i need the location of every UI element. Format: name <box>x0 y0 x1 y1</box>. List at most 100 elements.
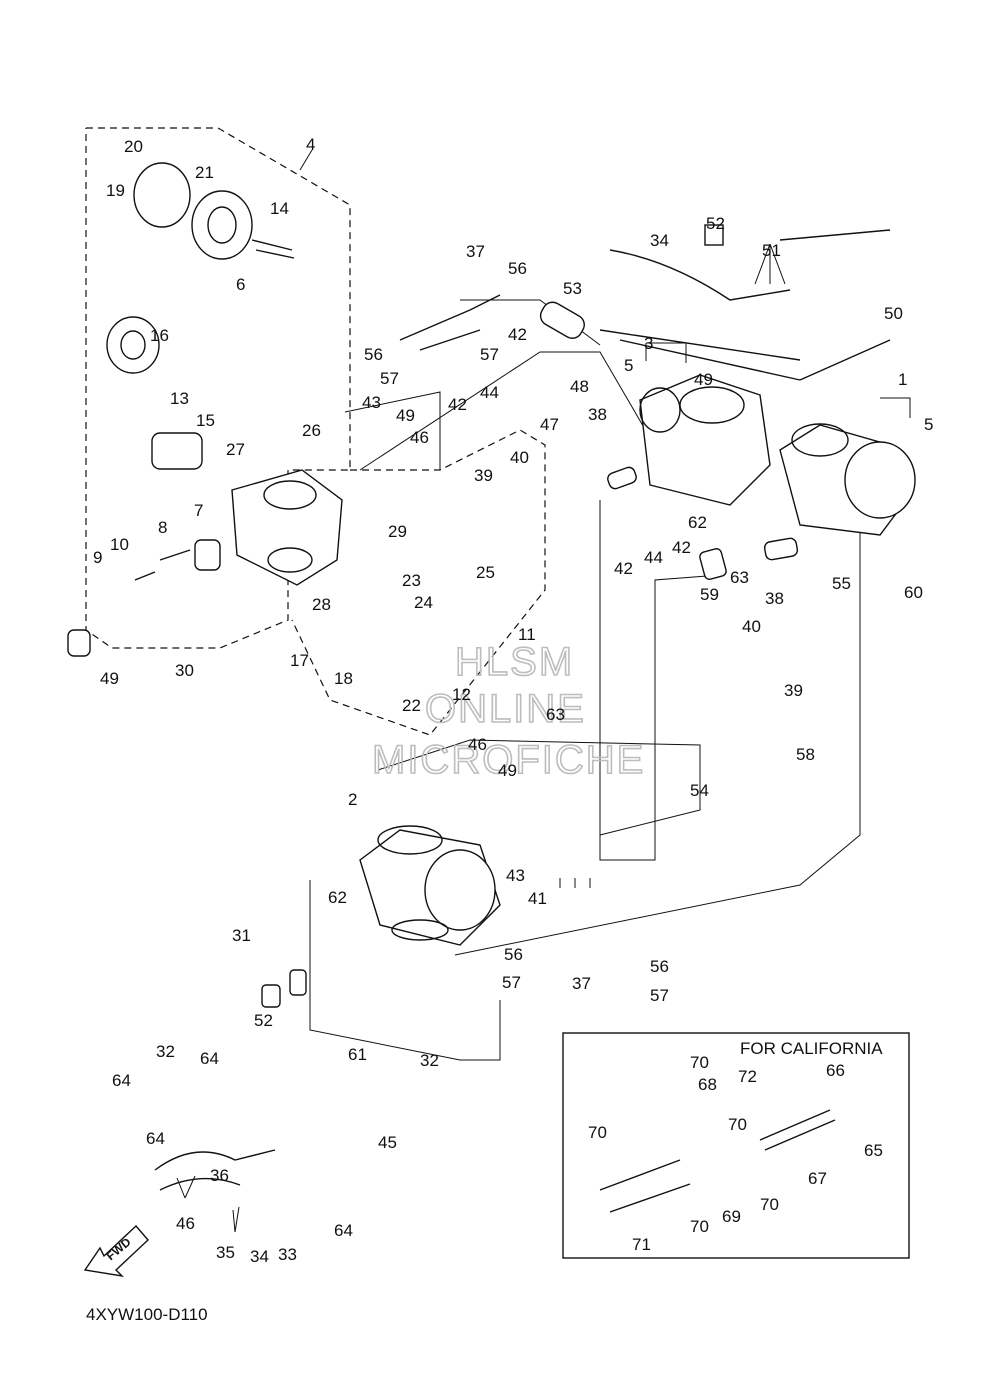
part-label: 37 <box>572 974 591 993</box>
part-label: 32 <box>420 1051 439 1070</box>
part-label: 11 <box>518 625 536 644</box>
part-label: 21 <box>195 163 214 182</box>
part-label: 70 <box>728 1115 747 1134</box>
part-label: 54 <box>690 781 709 800</box>
diagram-code: 4XYW100-D110 <box>86 1305 208 1324</box>
part-label: 66 <box>826 1061 845 1080</box>
part-label: 34 <box>250 1247 269 1266</box>
part-label: 56 <box>504 945 523 964</box>
california-box: FOR CALIFORNIA <box>562 1032 910 1259</box>
carburetor-assembly-4-icon <box>67 162 343 657</box>
part-label: 64 <box>334 1221 353 1240</box>
part-label: 38 <box>588 405 607 424</box>
part-label: 32 <box>156 1042 175 1061</box>
watermark-line-1: HLSM <box>455 640 574 684</box>
part-label: 46 <box>410 428 429 447</box>
part-label: 39 <box>474 466 493 485</box>
part-label: 42 <box>448 395 467 414</box>
part-label: 44 <box>480 383 499 402</box>
part-label: 72 <box>738 1067 757 1086</box>
part-label: 63 <box>730 568 749 587</box>
part-label: 70 <box>690 1053 709 1072</box>
part-label: 56 <box>508 259 527 278</box>
part-label: 33 <box>278 1245 297 1264</box>
part-label: 52 <box>254 1011 273 1030</box>
part-label: 56 <box>650 957 669 976</box>
part-label: 49 <box>100 669 119 688</box>
part-label: 39 <box>784 681 803 700</box>
part-label: 23 <box>402 571 421 590</box>
part-label: 27 <box>226 440 245 459</box>
part-label: 46 <box>176 1214 195 1233</box>
part-label: 70 <box>588 1123 607 1142</box>
part-label: 18 <box>334 669 353 688</box>
part-label: 43 <box>362 393 381 412</box>
part-label: 5 <box>924 415 933 434</box>
leader-lines <box>176 149 911 1233</box>
part-label: 12 <box>452 685 471 704</box>
part-label: 7 <box>194 501 203 520</box>
part-label: 1 <box>898 370 907 389</box>
part-label: 34 <box>650 231 669 250</box>
hose-icon <box>154 301 836 1213</box>
part-label: 52 <box>706 214 725 233</box>
part-label: 2 <box>348 790 357 809</box>
part-label: 71 <box>632 1235 651 1254</box>
carburetor-assembly-1-icon <box>779 423 916 536</box>
part-label: 56 <box>364 345 383 364</box>
group-outline-carb-2 <box>309 500 861 1061</box>
part-label: 60 <box>904 583 923 602</box>
fwd-arrow-icon: FWD <box>83 1224 149 1278</box>
part-label: 13 <box>170 389 189 408</box>
part-label: 62 <box>328 888 347 907</box>
part-label: 45 <box>378 1133 397 1152</box>
part-label: 26 <box>302 421 321 440</box>
part-label: 42 <box>672 538 691 557</box>
part-label: 16 <box>150 326 169 345</box>
part-label: 65 <box>864 1141 883 1160</box>
part-label: 57 <box>380 369 399 388</box>
part-label: 19 <box>106 181 125 200</box>
part-label: 62 <box>688 513 707 532</box>
carburetor-assembly-3-icon <box>639 374 771 506</box>
part-label: 70 <box>760 1195 779 1214</box>
part-label: 6 <box>236 275 245 294</box>
part-label: 43 <box>506 866 525 885</box>
throttle-linkage-icon <box>399 224 891 381</box>
part-label: 51 <box>762 241 781 260</box>
part-label: 22 <box>402 696 421 715</box>
part-label: 67 <box>808 1169 827 1188</box>
part-label: 14 <box>270 199 289 218</box>
part-label: 8 <box>158 518 167 537</box>
part-label: 40 <box>510 448 529 467</box>
part-label: 58 <box>796 745 815 764</box>
part-label: 64 <box>146 1129 165 1148</box>
part-label: 64 <box>112 1071 131 1090</box>
part-label: 35 <box>216 1243 235 1262</box>
part-label: 31 <box>232 926 251 945</box>
part-label: 59 <box>700 585 719 604</box>
part-label: 70 <box>690 1217 709 1236</box>
part-label: 49 <box>498 761 517 780</box>
part-label: 42 <box>508 325 527 344</box>
california-box-title: FOR CALIFORNIA <box>740 1039 883 1058</box>
part-label: 53 <box>563 279 582 298</box>
part-label: 3 <box>644 334 653 353</box>
part-label: 40 <box>742 617 761 636</box>
watermark-line-3: MICROFICHE <box>372 738 645 782</box>
watermark: HLSM ONLINE MICROFICHE <box>371 639 645 783</box>
part-label: 37 <box>466 242 485 261</box>
part-label: 55 <box>832 574 851 593</box>
part-label: 69 <box>722 1207 741 1226</box>
part-label: 5 <box>624 356 633 375</box>
part-label: 38 <box>765 589 784 608</box>
part-label: 42 <box>614 559 633 578</box>
part-label: 64 <box>200 1049 219 1068</box>
part-label: 25 <box>476 563 495 582</box>
watermark-line-2: ONLINE <box>425 687 586 731</box>
part-label: 48 <box>570 377 589 396</box>
part-label: 57 <box>480 345 499 364</box>
part-label: 24 <box>414 593 433 612</box>
part-label: 10 <box>110 535 129 554</box>
